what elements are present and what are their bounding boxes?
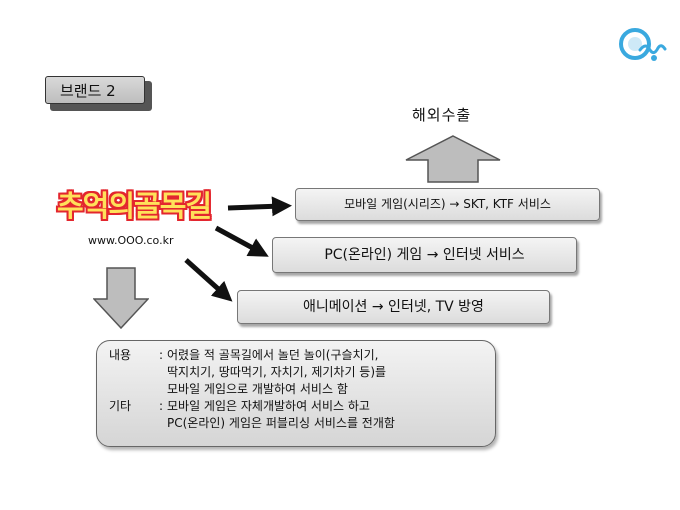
content-row-2: 딱지치기, 땅따먹기, 자치기, 제기차기 등)를 — [109, 364, 495, 381]
arrow-to-animation — [184, 258, 233, 302]
up-arrow-icon — [405, 135, 501, 183]
animation-service-box: 애니메이션 → 인터넷, TV 방영 — [237, 290, 550, 324]
content-row-3: 모바일 게임으로 개발하여 서비스 함 — [109, 381, 495, 398]
content-line: 모바일 게임으로 개발하여 서비스 함 — [167, 382, 348, 396]
brand-title: 추억의골목길 — [57, 189, 212, 223]
description-box: 내용: 어렸을 적 골목길에서 놀던 놀이(구슬치기, 딱지치기, 땅따먹기, … — [96, 340, 496, 447]
content-label: 내용 — [109, 348, 132, 362]
etc-line: 모바일 게임은 자체개발하여 서비스 하고 — [167, 399, 370, 413]
pc-service-box: PC(온라인) 게임 → 인터넷 서비스 — [272, 237, 577, 273]
content-line: 어렸을 적 골목길에서 놀던 놀이(구슬치기, — [167, 348, 379, 362]
arrow-to-mobile — [227, 196, 292, 217]
export-label: 해외수출 — [412, 106, 472, 124]
arrow-to-pc — [214, 225, 269, 257]
etc-row-2: PC(온라인) 게임은 퍼블리싱 서비스를 전개함 — [109, 415, 495, 432]
etc-label: 기타 — [109, 399, 132, 413]
etc-row-1: 기타: 모바일 게임은 자체개발하여 서비스 하고 — [109, 399, 370, 413]
content-row-1: 내용: 어렸을 적 골목길에서 놀던 놀이(구슬치기, — [109, 348, 379, 362]
logo-icon — [619, 28, 667, 61]
mobile-service-box: 모바일 게임(시리즈) → SKT, KTF 서비스 — [295, 188, 600, 221]
brand-badge: 브랜드 2 — [45, 76, 145, 104]
etc-line: PC(온라인) 게임은 퍼블리싱 서비스를 전개함 — [167, 416, 395, 430]
content-line: 딱지치기, 땅따먹기, 자치기, 제기차기 등)를 — [167, 365, 387, 379]
down-arrow-icon — [93, 267, 149, 329]
website-url: www.OOO.co.kr — [88, 234, 174, 247]
